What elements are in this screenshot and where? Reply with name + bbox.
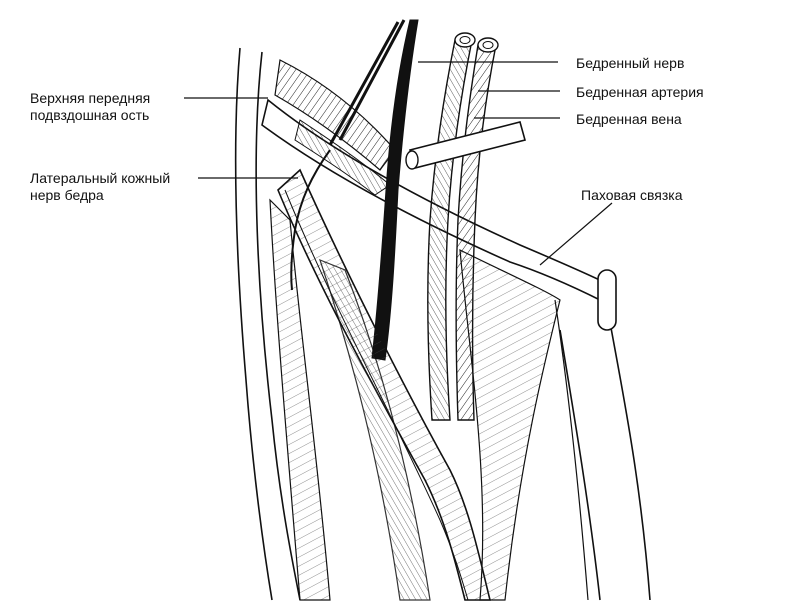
medial-muscles bbox=[459, 248, 589, 601]
femoral-nerve-shape bbox=[328, 19, 419, 361]
lateral-femoral-cutaneous-nerve bbox=[290, 149, 331, 291]
label-anterior-superior-iliac-spine: Верхняя передняя подвздошная ость bbox=[30, 90, 150, 124]
lateral-muscles bbox=[269, 198, 431, 601]
label-asis-line1: Верхняя передняя bbox=[30, 90, 151, 106]
leader-inguinal-ligament bbox=[539, 202, 613, 266]
label-lfcn-line2: нерв бедра bbox=[30, 187, 104, 203]
femoral-vessels bbox=[405, 32, 526, 421]
label-lfcn-line1: Латеральный кожный bbox=[30, 170, 171, 186]
iliac-fascia bbox=[274, 59, 396, 196]
label-asis-line2: подвздошная ость bbox=[30, 107, 150, 123]
label-inguinal-ligament: Паховая связка bbox=[581, 187, 683, 203]
label-femoral-nerve: Бедренный нерв bbox=[576, 55, 685, 71]
thigh-outline bbox=[234, 47, 651, 601]
pubic-tubercle bbox=[597, 269, 617, 331]
label-femoral-artery: Бедренная артерия bbox=[576, 84, 704, 100]
label-femoral-vein: Бедренная вена bbox=[576, 111, 682, 127]
leader-lines bbox=[184, 61, 613, 266]
label-lateral-femoral-cutaneous-nerve: Латеральный кожный нерв бедра bbox=[30, 170, 170, 204]
